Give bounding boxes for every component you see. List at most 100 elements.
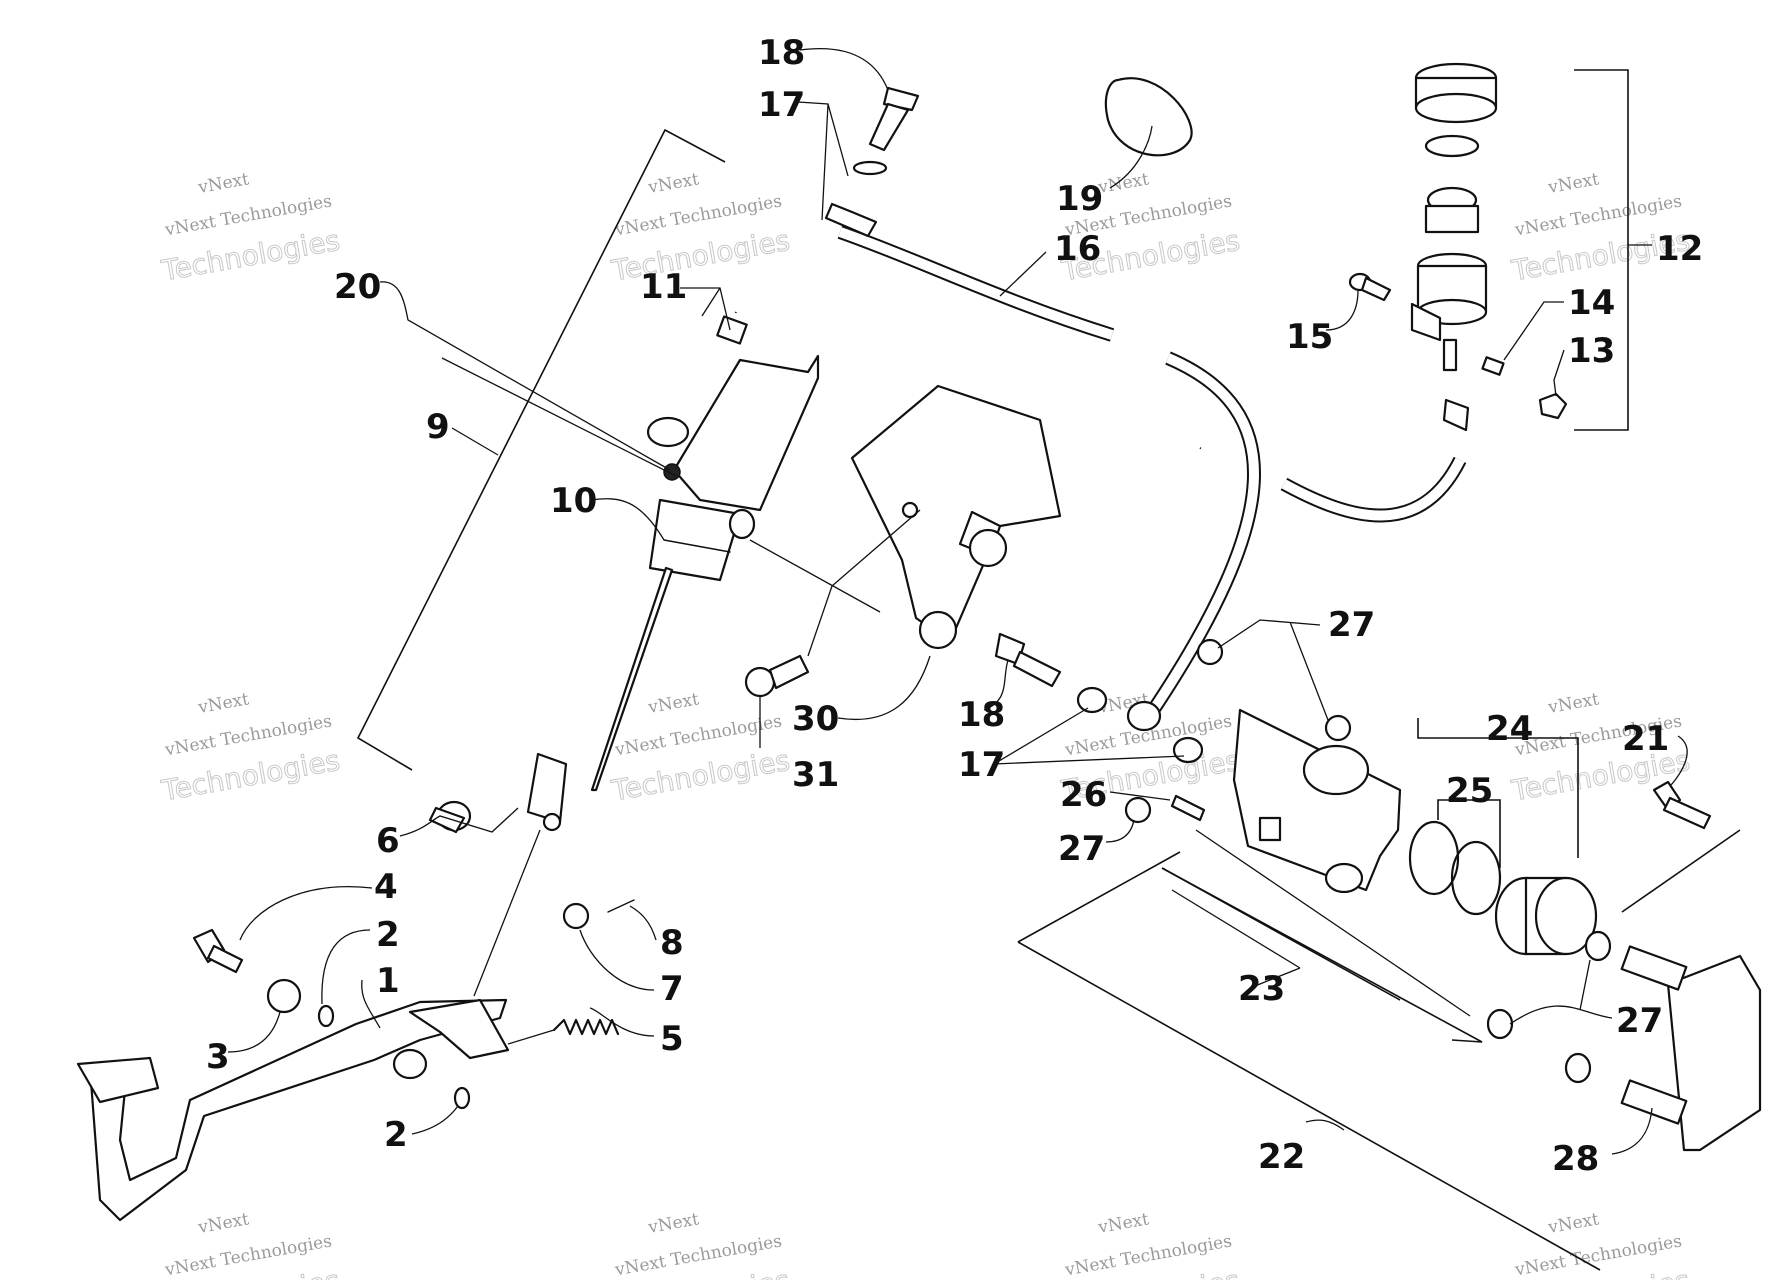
banjo-bolt-mid: [994, 632, 1062, 688]
watermark-tile: vNext vNext Technologies Technologies: [608, 1209, 793, 1280]
hose-clamp: [1104, 77, 1193, 157]
piston-seal-a: [1408, 820, 1460, 896]
callout-7: 7: [660, 969, 684, 1009]
leader-7: [579, 929, 655, 991]
callout-13: 13: [1568, 331, 1615, 371]
reservoir-hose-inner: [1281, 457, 1465, 521]
callout-28: 28: [1552, 1139, 1599, 1179]
leader-16: [999, 251, 1047, 297]
cotter-pin: [607, 899, 635, 913]
watermark-tile: vNext vNext Technologies Technologies: [158, 1209, 343, 1280]
leader-15: [1325, 289, 1359, 331]
brake-line-long-inner: [1147, 353, 1259, 715]
svg-text:vNext: vNext: [196, 1209, 251, 1238]
leader-18a: [799, 48, 889, 91]
callout-27: 27: [1616, 1001, 1663, 1041]
callout-18: 18: [958, 695, 1005, 735]
leader-27a: [1217, 619, 1329, 721]
callout-25: 25: [1446, 771, 1493, 811]
circlip-2b: [453, 1086, 471, 1110]
callout-3: 3: [206, 1037, 230, 1077]
return-spring: [552, 1018, 620, 1036]
callout-9: 9: [426, 407, 450, 447]
bracket-24: [1417, 718, 1579, 858]
pivot-bolt: [192, 928, 244, 974]
callout-18: 18: [758, 33, 805, 73]
leader-22: [1305, 1119, 1345, 1131]
watermark-tile: vNext vNext Technologies Technologies: [1058, 1209, 1243, 1280]
leader-axis-caliper: [1195, 829, 1471, 1017]
callout-26: 26: [1060, 775, 1107, 815]
callout-2: 2: [384, 1115, 408, 1155]
watermark-tile: vNext vNext Technologies Technologies: [158, 169, 343, 288]
leader-27b: [1105, 819, 1135, 843]
bracket-28: [1621, 829, 1741, 913]
leader-8: [629, 905, 657, 941]
leader-26: [1109, 791, 1171, 801]
callout-31: 31: [792, 755, 839, 795]
caliper: [1232, 708, 1402, 894]
watermark-tile: vNext vNext Technologies Technologies: [608, 169, 793, 288]
leader-9: [451, 427, 499, 456]
leader-1: [361, 979, 381, 1029]
callout-4: 4: [374, 867, 398, 907]
reservoir-nut: [1538, 392, 1568, 420]
piston: [1494, 876, 1598, 956]
leader-18b: [983, 659, 1009, 711]
banjo-bolt-top: [824, 86, 920, 238]
leader-2b: [411, 1105, 459, 1135]
leader-30: [837, 655, 931, 720]
bracket-23: [1161, 867, 1483, 1043]
bracket-22-edge: [1017, 941, 1601, 1271]
reservoir-hose: [1280, 456, 1467, 523]
oring-27b: [1324, 714, 1352, 742]
brake-pedal: [76, 998, 510, 1222]
leader-17b: [993, 707, 1185, 765]
washer-3: [266, 978, 302, 1014]
clevis-pin: [428, 806, 466, 834]
callout-17: 17: [758, 85, 805, 125]
leader-14: [1503, 301, 1564, 361]
leader-31: [759, 509, 921, 748]
bolt-21: [1652, 780, 1712, 830]
watermark-tile: vNext vNext Technologies Technologies: [158, 689, 343, 808]
reservoir-bolt: [1348, 272, 1392, 302]
leader-pedal-2: [507, 1029, 555, 1045]
bracket-25: [1437, 799, 1501, 868]
callout-27: 27: [1058, 829, 1105, 869]
leader-28: [1611, 1107, 1653, 1155]
oring-27d: [1584, 930, 1612, 962]
svg-text:vNext: vNext: [1096, 169, 1151, 198]
svg-text:vNext: vNext: [646, 689, 701, 718]
leader-21: [1669, 735, 1688, 787]
piston-seal-b: [1450, 840, 1502, 916]
callout-17: 17: [958, 745, 1005, 785]
leader-27c: [1509, 959, 1613, 1025]
banjo-fitting: [1126, 700, 1162, 732]
callout-12: 12: [1656, 229, 1703, 269]
brake-hose-upper-inner: [731, 264, 1203, 453]
leader-19: [1109, 125, 1153, 189]
leader-pedal: [473, 829, 541, 997]
callout-2: 2: [376, 915, 400, 955]
callout-1: 1: [376, 961, 400, 1001]
oring-27e: [1486, 1008, 1514, 1040]
hose-16-inner: [838, 227, 1114, 340]
callout-22: 22: [1258, 1137, 1305, 1177]
washer-17a: [1076, 686, 1108, 714]
callout-27: 27: [1328, 605, 1375, 645]
bracket-23-edge: [1161, 867, 1401, 1001]
svg-text:vNext: vNext: [1546, 169, 1601, 198]
mount-bracket: [850, 384, 1062, 650]
bleed-valve: [1170, 794, 1206, 822]
leader-bolt-20: [441, 357, 677, 477]
master-cylinder: [590, 315, 820, 792]
bracket-9: [356, 128, 726, 771]
svg-text:vNext: vNext: [646, 1209, 701, 1238]
leader-6: [399, 807, 519, 837]
svg-text:vNext: vNext: [1096, 1209, 1151, 1238]
washer-7: [562, 902, 590, 930]
leader-5: [589, 1007, 655, 1037]
caliper-bracket: [1620, 945, 1762, 1152]
